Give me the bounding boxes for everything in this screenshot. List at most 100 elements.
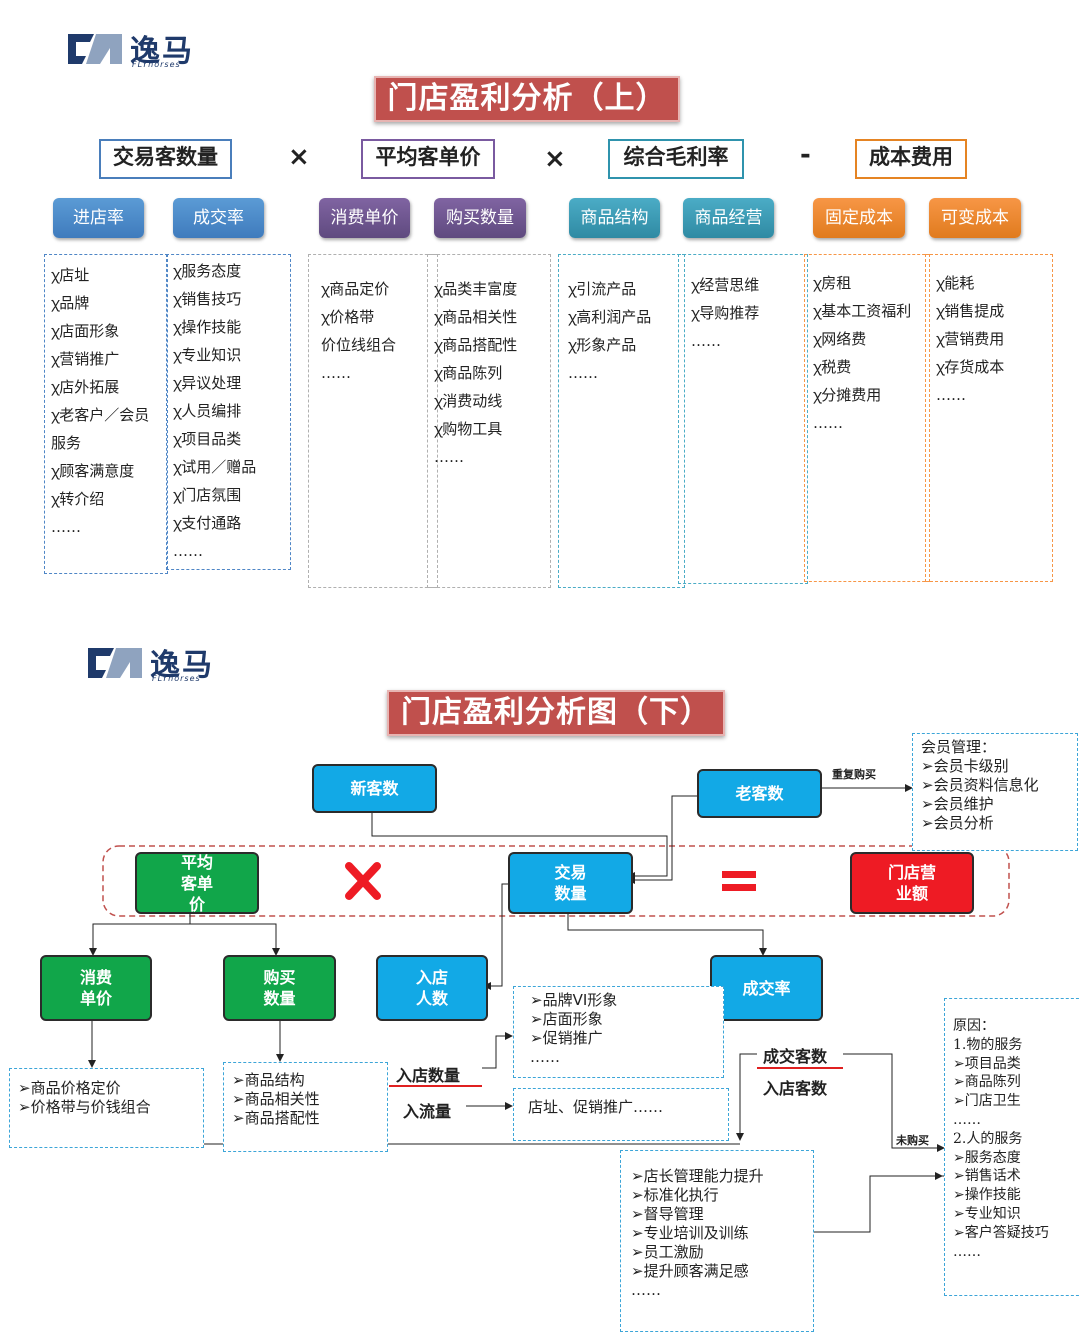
node-revenue-label: 门店营业额 — [887, 863, 936, 903]
list-item: ꭓ商品搭配性 — [434, 336, 518, 354]
list-item: ꭓ转介绍 — [51, 490, 105, 508]
member-box: 会员管理： ➢会员卡级别 ➢会员资料信息化 ➢会员维护 ➢会员分析 — [912, 733, 1078, 851]
reason-item: 1.物的服务 — [953, 1036, 1023, 1053]
traffic-text: 店址、促销推广…… — [528, 1098, 664, 1116]
top-title: 门店盈利分析（上） — [374, 76, 680, 122]
list-item: ꭓ税费 — [813, 358, 852, 376]
deal-customers-label: 成交客数 — [763, 1047, 828, 1066]
product-item: ➢商品相关性 — [232, 1090, 320, 1108]
bottom-title: 门店盈利分析图（下） — [387, 690, 725, 736]
node-revenue: 门店营业额 — [850, 852, 974, 914]
node-old-customers: 老客数 — [697, 769, 822, 818]
visit-customers-label: 入店客数 — [763, 1079, 828, 1098]
list-item: ꭓ商品相关性 — [434, 308, 518, 326]
price-item: ➢商品价格定价 — [18, 1079, 121, 1097]
list-item: ꭓ品类丰富度 — [434, 280, 518, 298]
pill-product-structure: 商品结构 — [569, 198, 660, 238]
list-item: ꭓ销售提成 — [936, 302, 1005, 320]
list-item: ꭓ项目品类 — [173, 430, 242, 448]
price-box: ➢商品价格定价 ➢价格带与价钱组合 — [9, 1068, 204, 1148]
list-item: ꭓ基本工资福利 — [813, 302, 912, 320]
visit-quantity-label: 入店数量 — [396, 1066, 461, 1085]
multiply-icon — [345, 862, 381, 900]
logo-subtext: FLYhorses — [132, 60, 181, 69]
list-item: ꭓ价格带 — [321, 308, 375, 326]
reason-item: ➢销售话术 — [953, 1168, 1021, 1185]
list-item: ꭓ人员编排 — [173, 402, 242, 420]
node-visitors-label: 入店人数 — [415, 968, 448, 1008]
member-item: ➢会员维护 — [921, 795, 994, 813]
manage-item: ➢督导管理 — [631, 1205, 704, 1223]
node-conversion: 成交率 — [710, 955, 823, 1021]
node-buy-quantity: 购买数量 — [223, 955, 336, 1021]
manage-item: ➢提升顾客满足感 — [631, 1262, 749, 1280]
pill-buy-quantity: 购买数量 — [434, 198, 526, 238]
list-item: ꭓ老客户／会员服务 — [51, 406, 150, 452]
list-product-structure: ꭓ引流产品 ꭓ高利润产品 ꭓ形象产品 …… — [558, 254, 685, 588]
list-item: ꭓ导购推荐 — [691, 304, 760, 322]
list-item: ꭓ店外拓展 — [51, 378, 120, 396]
product-box: ➢商品结构 ➢商品相关性 ➢商品搭配性 — [223, 1062, 388, 1152]
reason-box: 原因： 1.物的服务 ➢项目品类 ➢商品陈列 ➢门店卫生 …… 2.人的服务 ➢… — [944, 998, 1080, 1296]
list-item: ꭓ顾客满意度 — [51, 462, 135, 480]
formula-gross-margin: 综合毛利率 — [608, 139, 744, 179]
pill-fixed-cost: 固定成本 — [813, 198, 905, 238]
list-buy-quantity: ꭓ品类丰富度 ꭓ商品相关性 ꭓ商品搭配性 ꭓ商品陈列 ꭓ消费动线 ꭓ购物工具 …… — [427, 254, 551, 588]
formula-cost: 成本费用 — [855, 139, 967, 179]
reason-item: ➢服务态度 — [953, 1149, 1021, 1166]
pill-unit-price: 消费单价 — [319, 198, 410, 238]
list-item: ꭓ店址 — [51, 266, 90, 284]
list-item: ꭓ试用／赠品 — [173, 458, 257, 476]
logo-text: 逸马 — [150, 648, 214, 683]
list-item: ꭓ店面形象 — [51, 322, 120, 340]
node-unit-price-label: 消费单价 — [79, 968, 112, 1008]
member-item: ➢会员资料信息化 — [921, 776, 1039, 794]
pill-variable-cost: 可变成本 — [929, 198, 1021, 238]
list-item: ꭓ专业知识 — [173, 346, 242, 364]
list-item: ꭓ存货成本 — [936, 358, 1005, 376]
logo-text: 逸马 — [130, 34, 194, 69]
node-new-customers: 新客数 — [312, 764, 437, 813]
reason-item: ➢项目品类 — [953, 1055, 1021, 1072]
list-item: ꭓ网络费 — [813, 330, 867, 348]
list-item: ꭓ商品定价 — [321, 280, 390, 298]
list-item: ꭓ能耗 — [936, 274, 975, 292]
node-unit-price: 消费单价 — [40, 955, 152, 1021]
product-item: ➢商品结构 — [232, 1071, 305, 1089]
list-conversion-rate: ꭓ服务态度 ꭓ销售技巧 ꭓ操作技能 ꭓ专业知识 ꭓ异议处理 ꭓ人员编排 ꭓ项目品… — [166, 254, 291, 570]
brand-item: ➢店面形象 — [530, 1010, 603, 1028]
list-item: 价位线组合 — [321, 336, 397, 354]
list-item: ꭓ门店氛围 — [173, 486, 242, 504]
list-product-operation: ꭓ经营思维 ꭓ导购推荐 …… — [678, 254, 808, 584]
manage-item: ➢店长管理能力提升 — [631, 1167, 764, 1185]
product-item: ➢商品搭配性 — [232, 1109, 320, 1127]
list-item: …… — [813, 414, 843, 432]
manage-item: ➢专业培训及训练 — [631, 1224, 749, 1242]
list-item: …… — [936, 386, 966, 404]
reason-item: ➢客户答疑技巧 — [953, 1224, 1049, 1241]
list-item: …… — [51, 518, 81, 536]
member-item: ➢会员分析 — [921, 814, 994, 832]
equals-icon — [722, 871, 756, 891]
list-item: ꭓ营销费用 — [936, 330, 1005, 348]
list-item: ꭓ形象产品 — [568, 336, 637, 354]
repeat-purchase-label: 重复购买 — [832, 768, 876, 781]
list-item: ꭓ商品陈列 — [434, 364, 503, 382]
list-item: ꭓ营销推广 — [51, 350, 120, 368]
brand-item: ➢促销推广 — [530, 1029, 603, 1047]
pill-entry-rate: 进店率 — [53, 198, 144, 238]
list-variable-cost: ꭓ能耗 ꭓ销售提成 ꭓ营销费用 ꭓ存货成本 …… — [925, 254, 1053, 582]
list-item: ꭓ高利润产品 — [568, 308, 652, 326]
list-item: …… — [434, 448, 464, 466]
node-trade-quantity-label: 交易数量 — [554, 863, 587, 903]
manage-item: ➢员工激励 — [631, 1243, 704, 1261]
list-item: …… — [321, 364, 351, 382]
list-item: ꭓ购物工具 — [434, 420, 503, 438]
node-avg-price: 平均客单价 — [135, 852, 259, 914]
no-purchase-label: 未购买 — [896, 1134, 929, 1147]
list-item: ꭓ销售技巧 — [173, 290, 242, 308]
manage-box: ➢店长管理能力提升 ➢标准化执行 ➢督导管理 ➢专业培训及训练 ➢员工激励 ➢提… — [620, 1150, 814, 1332]
reason-item: …… — [953, 1111, 981, 1128]
list-item: ꭓ房租 — [813, 274, 852, 292]
logo-mark-icon — [68, 34, 122, 64]
